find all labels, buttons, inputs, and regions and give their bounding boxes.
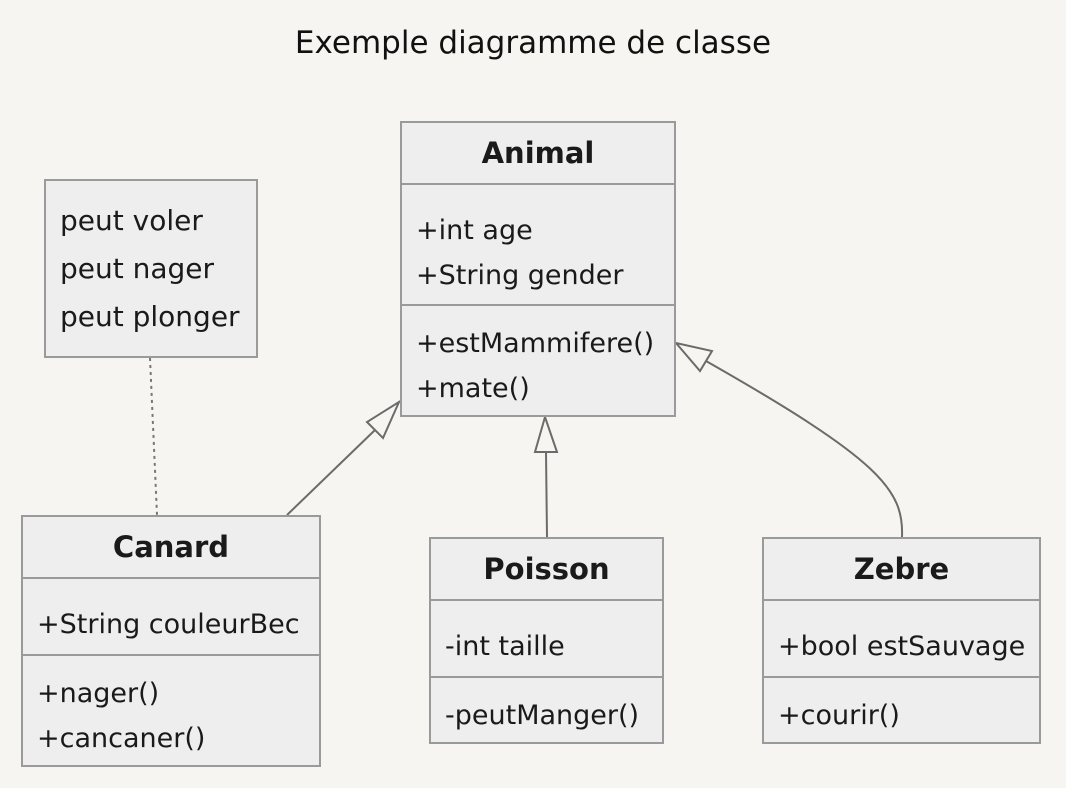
class-attributes: +bool estSauvage xyxy=(764,601,1039,678)
class-attributes: +String couleurBec xyxy=(23,579,319,656)
note-connector-line xyxy=(149,357,158,516)
class-attributes: -int taille xyxy=(431,601,662,678)
class-name: Canard xyxy=(23,517,319,579)
class-animal: Animal +int age +String gender +estMammi… xyxy=(400,121,676,417)
diagram-title: Exemple diagramme de classe xyxy=(294,25,772,61)
class-name: Zebre xyxy=(764,539,1039,601)
method: -peutManger() xyxy=(445,700,640,731)
note-line: peut voler xyxy=(60,204,203,237)
method: +estMammifere() xyxy=(416,328,655,359)
method: +cancaner() xyxy=(37,723,206,754)
note-box: peut voler peut nager peut plonger xyxy=(44,179,258,358)
inheritance-line-canard xyxy=(286,429,376,516)
class-poisson: Poisson -int taille -peutManger() xyxy=(429,537,664,744)
attribute: +String gender xyxy=(416,260,624,291)
inheritance-line-poisson xyxy=(545,451,548,538)
class-methods: +nager() +cancaner() xyxy=(23,656,319,761)
attribute: +String couleurBec xyxy=(37,609,300,640)
inheritance-line-zebre xyxy=(705,360,904,538)
method: +mate() xyxy=(416,373,530,404)
method: +courir() xyxy=(778,700,900,731)
class-name: Animal xyxy=(402,123,674,185)
class-attributes: +int age +String gender xyxy=(402,185,674,306)
note-line: peut nager xyxy=(60,252,215,285)
class-zebre: Zebre +bool estSauvage +courir() xyxy=(762,537,1041,744)
class-methods: -peutManger() xyxy=(431,678,662,742)
inheritance-arrowhead-canard xyxy=(365,399,402,440)
attribute: -int taille xyxy=(445,631,565,662)
attribute: +bool estSauvage xyxy=(778,631,1026,662)
inheritance-arrowhead-poisson xyxy=(533,413,559,453)
class-methods: +courir() xyxy=(764,678,1039,742)
inheritance-arrowhead-zebre xyxy=(673,341,714,373)
attribute: +int age xyxy=(416,215,533,246)
method: +nager() xyxy=(37,678,160,709)
class-canard: Canard +String couleurBec +nager() +canc… xyxy=(21,515,321,767)
class-name: Poisson xyxy=(431,539,662,601)
class-methods: +estMammifere() +mate() xyxy=(402,306,674,411)
note-line: peut plonger xyxy=(60,300,240,333)
